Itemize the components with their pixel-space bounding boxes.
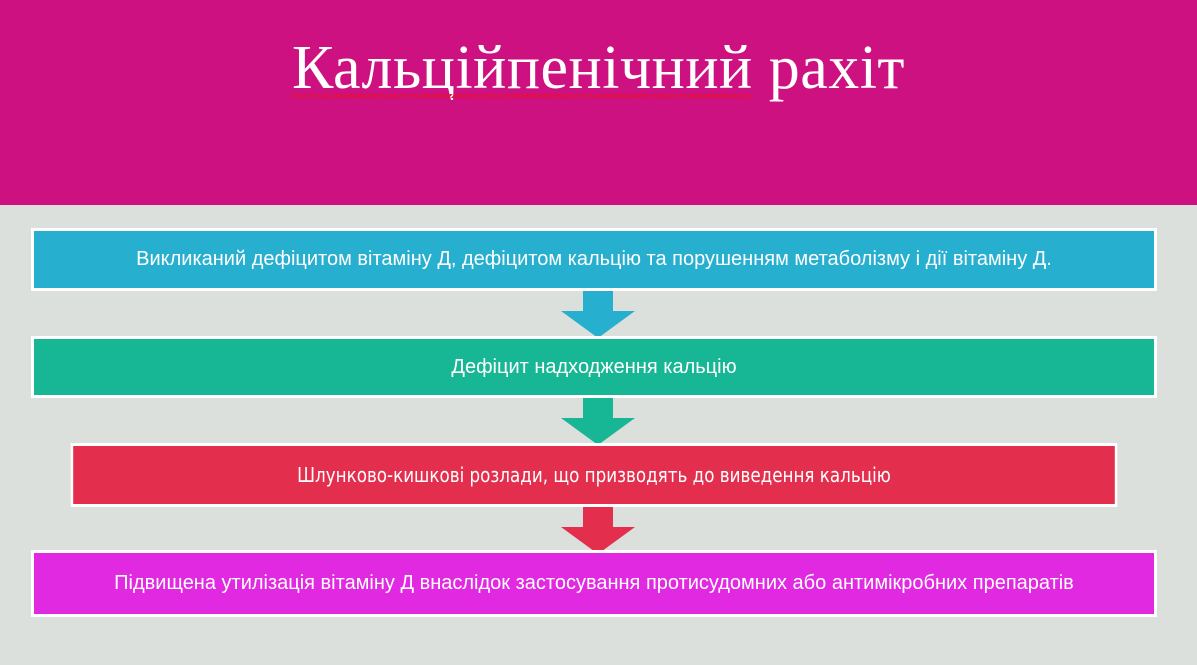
flow-box-1[interactable]: Викликаний дефіцитом вітаміну Д, дефіцит… [31, 228, 1157, 291]
slide-header-banner: Кальційпенічний рахіт [0, 0, 1197, 205]
flow-box-3-label: Шлунково-кишкові розлади, що призводять … [297, 462, 891, 487]
flow-box-2-label: Дефіцит надходження кальцію [451, 355, 737, 378]
flow-box-4[interactable]: Підвищена утилізація вітаміну Д внаслідо… [31, 550, 1157, 617]
flow-box-1-label: Викликаний дефіцитом вітаміну Д, дефіцит… [136, 248, 1052, 270]
down-arrow-icon [561, 398, 635, 445]
flow-box-2[interactable]: Дефіцит надходження кальцію [31, 336, 1157, 398]
flow-box-4-label: Підвищена утилізація вітаміну Д внаслідо… [114, 572, 1074, 594]
title-remainder: рахіт [752, 34, 906, 102]
down-arrow-icon [561, 291, 635, 338]
page-title: Кальційпенічний рахіт [0, 33, 1197, 104]
flowchart: Викликаний дефіцитом вітаміну Д, дефіцит… [0, 205, 1197, 665]
flow-arrow-1 [561, 291, 635, 339]
flow-box-3[interactable]: Шлунково-кишкові розлади, що призводять … [70, 443, 1118, 507]
flow-arrow-3 [561, 507, 635, 555]
title-misspelled-word: Кальційпенічний [291, 33, 753, 104]
flow-arrow-2 [561, 398, 635, 446]
down-arrow-icon [561, 507, 635, 554]
